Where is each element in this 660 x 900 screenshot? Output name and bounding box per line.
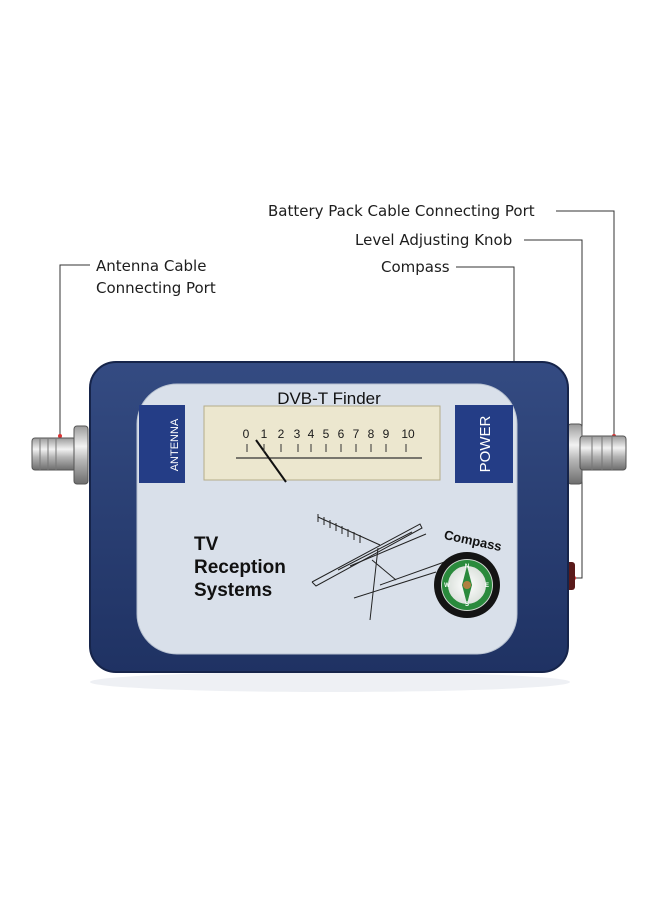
power-label: POWER (477, 416, 494, 473)
callout-level-knob: Level Adjusting Knob (355, 231, 513, 249)
power-band (455, 405, 513, 483)
callout-antenna-line2: Connecting Port (96, 279, 216, 297)
brand-line-2: Reception (194, 557, 286, 578)
callout-compass: Compass (381, 258, 450, 276)
power-f-connector (567, 423, 627, 485)
scale-label: 6 (338, 427, 345, 441)
brand-line-1: TV (194, 534, 219, 555)
scale-label: 2 (278, 427, 285, 441)
scale-label: 5 (323, 427, 330, 441)
scale-label: 0 (243, 427, 250, 441)
scale-label: 1 (261, 427, 268, 441)
brand-line-3: Systems (194, 580, 272, 601)
antenna-f-connector (31, 425, 89, 485)
leader-knob (524, 239, 583, 579)
floor-shadow (90, 672, 570, 692)
callout-antenna-line1: Antenna Cable (96, 257, 207, 275)
meter-scale: 0 1 2 3 4 5 6 7 8 9 10 (243, 427, 415, 441)
dial-letter: W (444, 583, 450, 589)
scale-label: 9 (383, 427, 390, 441)
antenna-label: ANTENNA (169, 418, 181, 471)
yagi-antenna-illustration (311, 514, 451, 621)
dial-letter: E (485, 583, 489, 589)
signal-meter (203, 405, 441, 481)
device-title: DVB-T Finder (277, 389, 381, 408)
scale-label: 4 (308, 427, 315, 441)
callout-battery-port: Battery Pack Cable Connecting Port (268, 202, 535, 220)
compass: N S E W (434, 552, 500, 618)
compass-pivot (463, 581, 471, 589)
meter-needle (255, 439, 287, 483)
meter-ticks (246, 444, 407, 452)
dial-letter: S (465, 602, 469, 608)
scale-label: 8 (368, 427, 375, 441)
scale-label: 7 (353, 427, 360, 441)
scale-label: 3 (294, 427, 301, 441)
dial-letter: N (465, 564, 469, 570)
leader-antenna (59, 264, 90, 436)
leader-battery (556, 210, 615, 436)
scale-label: 10 (401, 427, 415, 441)
callout-antenna-cable-port: Antenna Cable Connecting Port (96, 255, 216, 299)
antenna-band (139, 405, 185, 483)
compass-ring (442, 560, 492, 610)
compass-dial-letters: N S E W (444, 564, 489, 608)
brand-text: TV Reception Systems (194, 534, 286, 601)
